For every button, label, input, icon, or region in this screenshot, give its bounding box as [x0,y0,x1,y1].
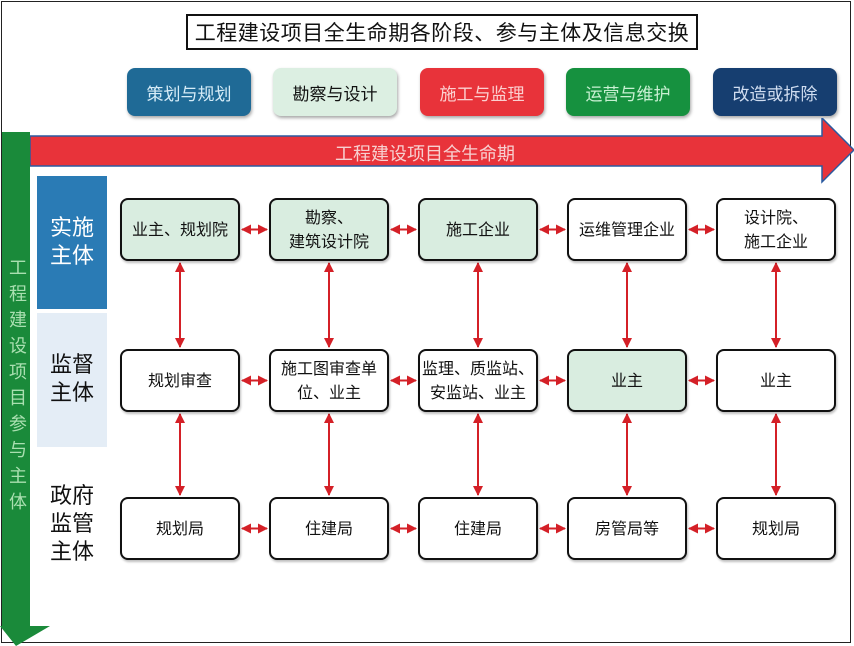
phase-operation: 运营与维护 [566,68,690,116]
node-government-1: 规划局 [120,497,240,560]
node-label: 业主 [759,370,792,390]
node-label: 业主 [610,370,643,390]
phase-construction: 施工与监理 [420,68,544,116]
row-label-text: 实施主体 [49,215,94,269]
node-label: 住建局 [453,518,502,538]
node-label: 房管局等 [594,518,659,538]
row-label-text: 政府监管主体 [49,484,94,565]
node-label: 业主、规划院 [131,219,228,239]
node-government-5: 规划局 [716,497,836,560]
node-label: 施工图审查单位、业主 [280,358,377,402]
node-supervision-5: 业主 [716,349,836,412]
node-implementation-4: 运维管理企业 [567,198,687,261]
node-label: 规划审查 [147,370,212,390]
node-label: 勘察、建筑设计院 [288,207,369,251]
phase-planning: 策划与规划 [127,68,251,116]
node-implementation-3: 施工企业 [418,198,538,261]
participants-arrow [0,132,50,646]
phase-survey-design: 勘察与设计 [273,68,397,116]
lifecycle-arrow [30,118,854,184]
diagram-title: 工程建设项目全生命期各阶段、参与主体及信息交换 [186,14,698,50]
node-label: 运维管理企业 [578,219,675,239]
node-supervision-1: 规划审查 [120,349,240,412]
lifecycle-arrow-label: 工程建设项目全生命期 [335,144,515,165]
node-label: 设计院、施工企业 [743,207,808,251]
node-supervision-3: 监理、质监站、安监站、业主 [418,349,538,412]
row-label-text: 监督主体 [49,353,94,406]
phase-renovation: 改造或拆除 [713,68,837,116]
node-label: 规划局 [155,518,204,538]
node-supervision-2: 施工图审查单位、业主 [269,349,389,412]
node-label: 规划局 [751,518,800,538]
node-implementation-2: 勘察、建筑设计院 [269,198,389,261]
node-government-3: 住建局 [418,497,538,560]
node-implementation-5: 设计院、施工企业 [716,198,836,261]
row-label-implementation: 实施主体 [37,176,107,309]
row-label-supervision: 监督主体 [37,313,107,447]
node-government-2: 住建局 [269,497,389,560]
node-government-4: 房管局等 [567,497,687,560]
node-implementation-1: 业主、规划院 [120,198,240,261]
node-label: 住建局 [304,518,353,538]
node-supervision-4: 业主 [567,349,687,412]
participants-arrow-label: 工程建设项目参与主体 [9,258,27,513]
node-label: 施工企业 [445,219,510,239]
node-label: 监理、质监站、安监站、业主 [422,358,535,402]
row-label-government: 政府监管主体 [37,470,107,580]
